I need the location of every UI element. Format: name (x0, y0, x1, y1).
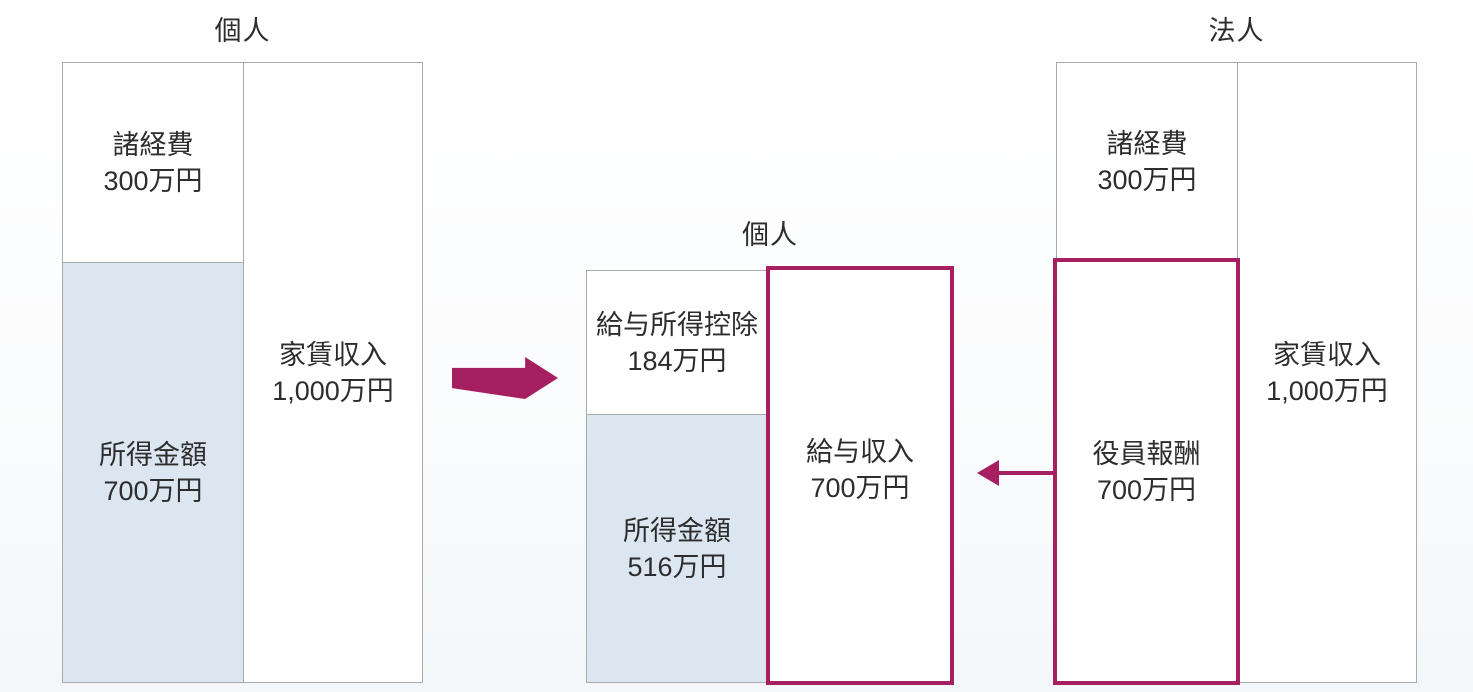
right-expenses-amount: 300万円 (1097, 165, 1197, 195)
left-thin-arrow-shaft (991, 471, 1057, 475)
left-income-label: 所得金額 (99, 439, 207, 470)
middle-deduction-amount: 184万円 (627, 345, 727, 376)
left-expenses-amount: 300万円 (103, 165, 203, 196)
middle-salary-text: 給与収入 700万円 (806, 434, 914, 506)
right-diagram-title: 法人 (1208, 16, 1265, 46)
left-thin-arrow-icon (977, 460, 1057, 486)
right-rent-section: 家賃収入 1,000万円 (1238, 63, 1416, 682)
middle-diagram-stack-column: 給与所得控除 184万円 所得金額 516万円 (586, 270, 768, 683)
left-diagram-stack-column: 諸経費 300万円 所得金額 700万円 (63, 63, 244, 682)
middle-salary-label: 給与収入 (806, 436, 914, 467)
right-rent-amount: 1,000万円 (1266, 375, 1388, 406)
left-expenses-label: 諸経費 (112, 129, 194, 160)
left-thin-arrow-head (977, 460, 999, 486)
right-compensation-amount: 700万円 (1096, 474, 1197, 505)
right-expenses-label: 諸経費 (1106, 129, 1188, 159)
right-rent-label: 家賃収入 (1273, 339, 1381, 370)
right-compensation-label: 役員報酬 (1092, 438, 1201, 469)
middle-income-amount: 516万円 (627, 551, 727, 582)
middle-salary-amount: 700万円 (810, 472, 910, 503)
middle-diagram-title: 個人 (742, 220, 798, 250)
middle-deduction-label: 給与所得控除 (596, 309, 758, 340)
left-diagram-total-column: 家賃収入 1,000万円 (244, 63, 422, 682)
right-block-arrow-icon (452, 357, 558, 399)
left-diagram-box: 諸経費 300万円 所得金額 700万円 家賃収入 1,000万円 (62, 62, 423, 683)
left-expenses-section: 諸経費 300万円 (63, 63, 243, 263)
right-compensation-text: 役員報酬 700万円 (1093, 436, 1201, 508)
left-income-amount: 700万円 (103, 475, 203, 506)
right-diagram-total-column: 家賃収入 1,000万円 (1238, 63, 1416, 682)
middle-income-section: 所得金額 516万円 (587, 415, 767, 682)
middle-salary-box: 給与収入 700万円 (766, 266, 954, 685)
left-diagram-title: 個人 (214, 16, 271, 46)
left-rent-label: 家賃収入 (279, 339, 387, 370)
right-expenses-section: 諸経費 300万円 (1057, 63, 1237, 262)
left-rent-section: 家賃収入 1,000万円 (244, 63, 422, 682)
right-compensation-box: 役員報酬 700万円 (1053, 258, 1240, 685)
middle-stack-inner: 給与所得控除 184万円 所得金額 516万円 (587, 271, 767, 682)
left-income-section: 所得金額 700万円 (63, 263, 243, 682)
middle-deduction-section: 給与所得控除 184万円 (587, 271, 767, 415)
left-rent-amount: 1,000万円 (272, 375, 394, 406)
middle-income-label: 所得金額 (623, 515, 731, 546)
